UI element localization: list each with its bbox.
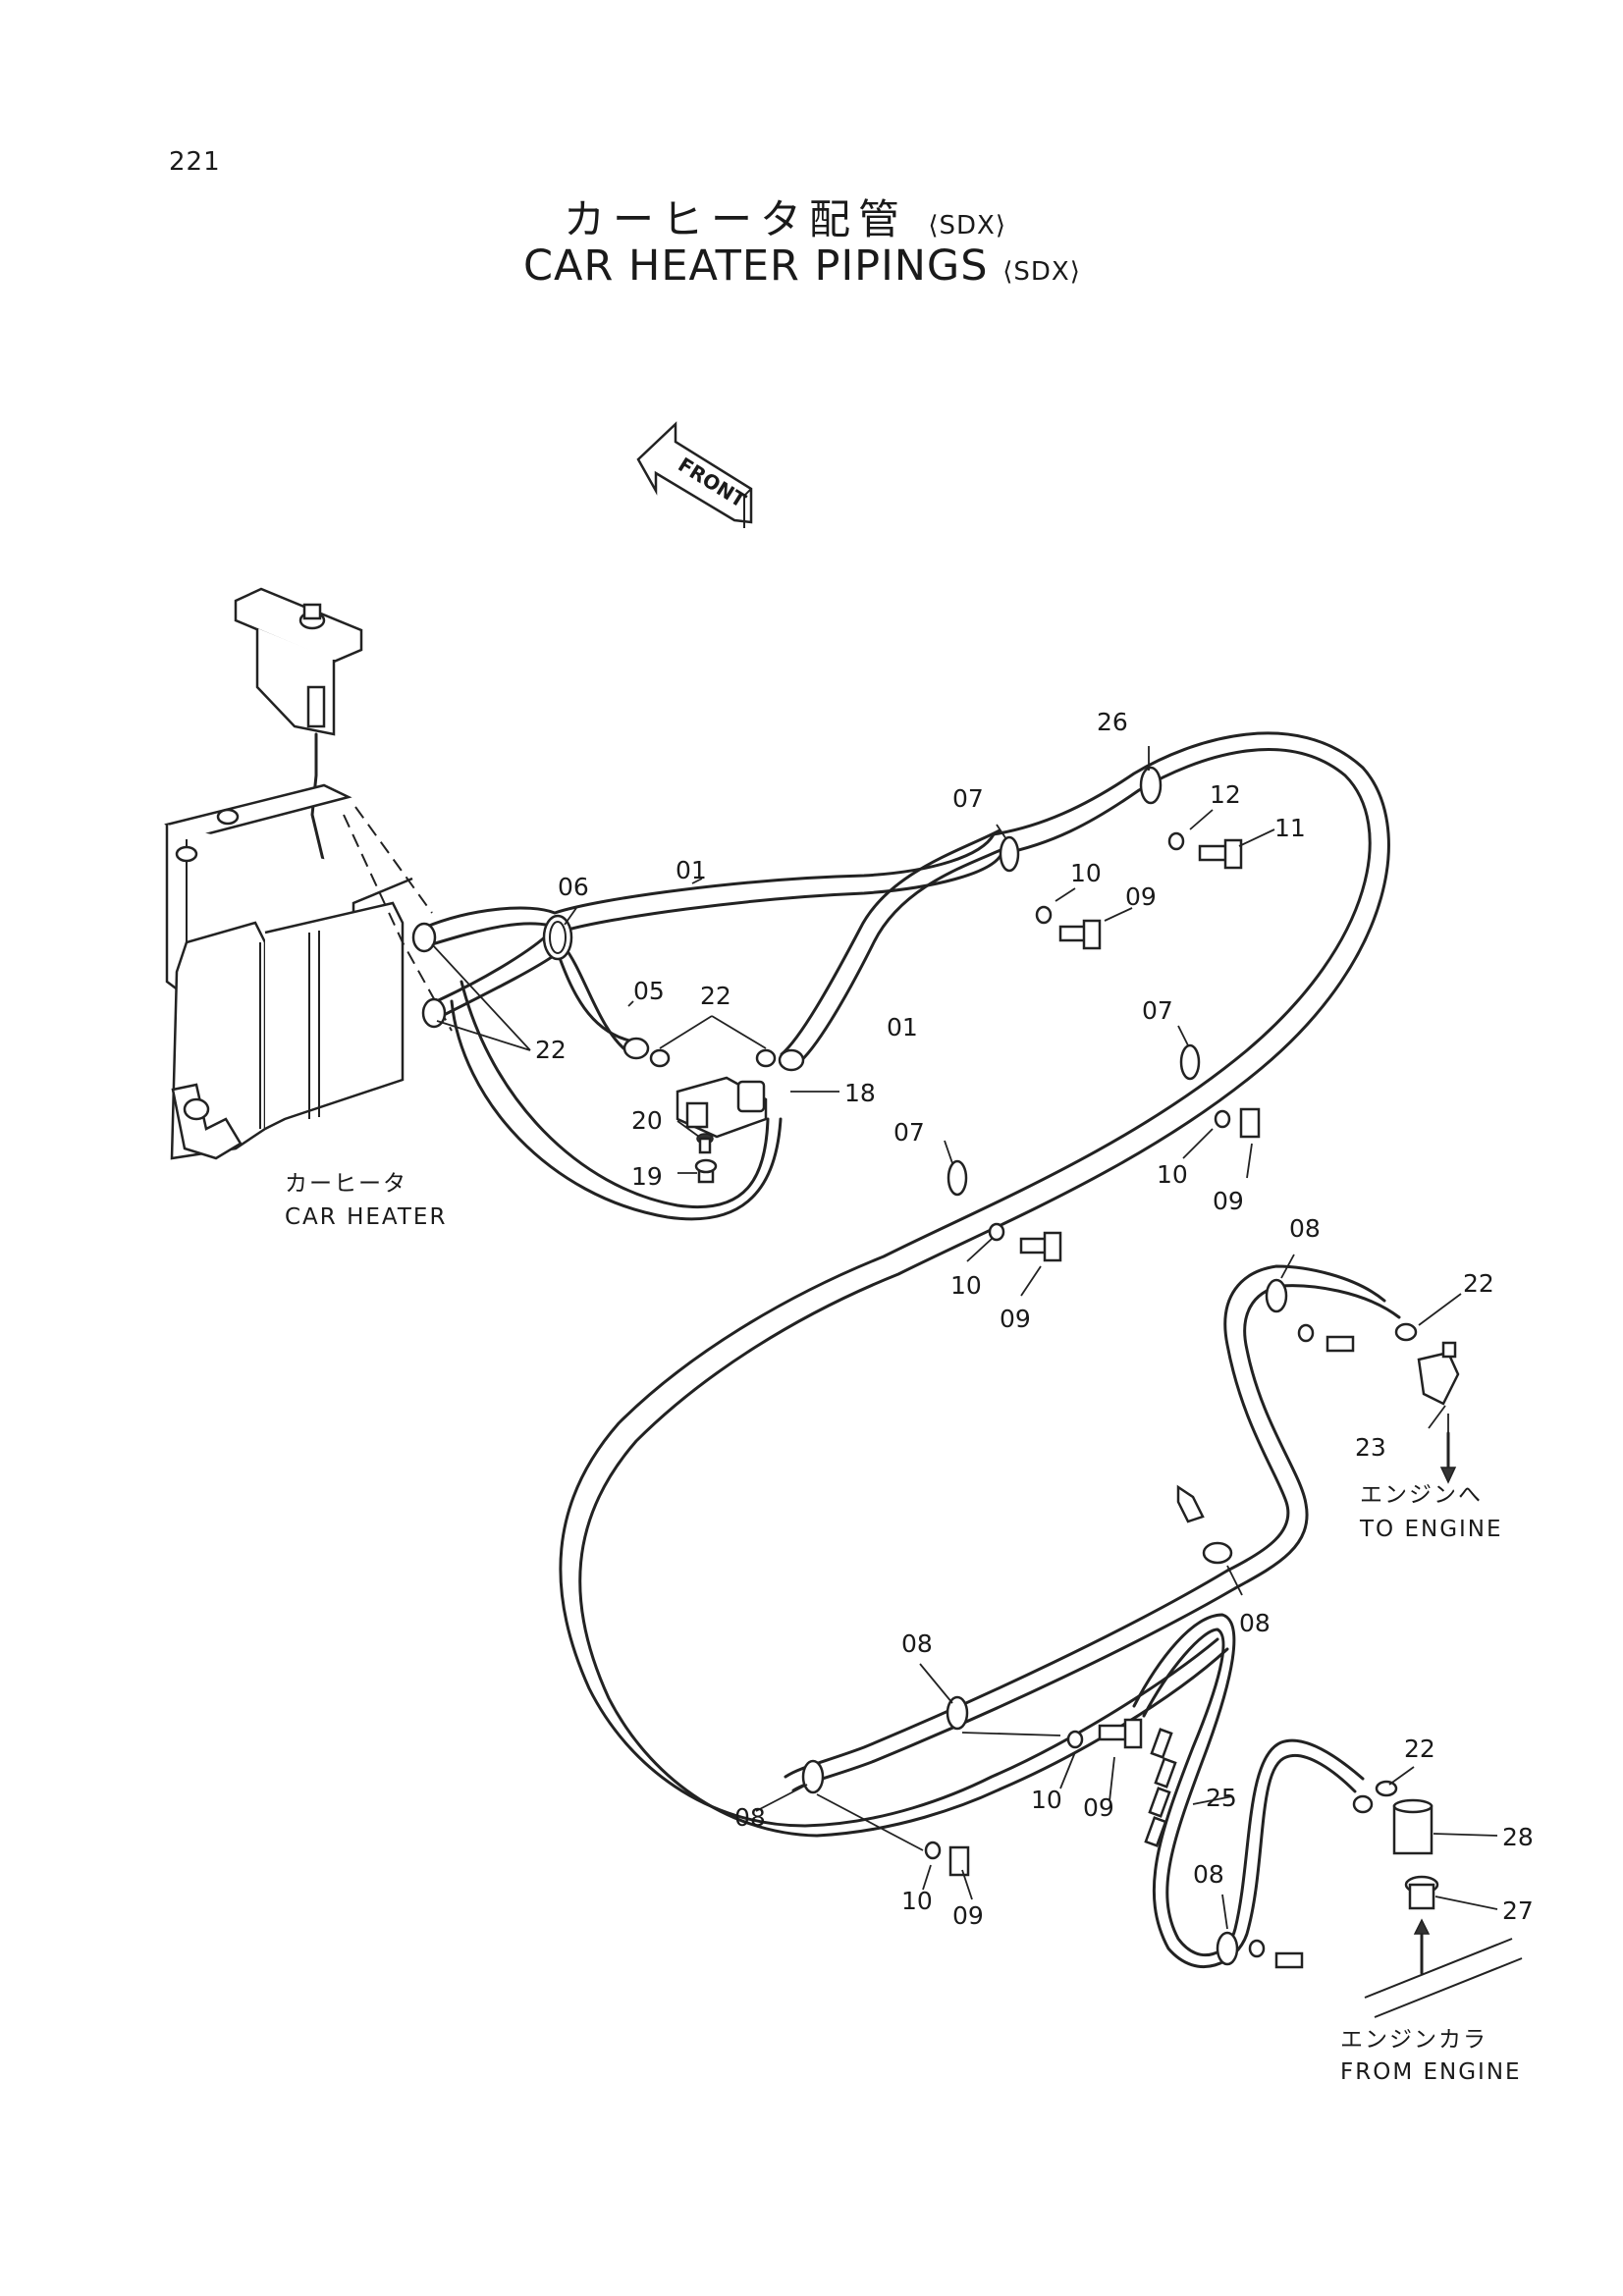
fitting-23	[1394, 1322, 1460, 1484]
title-en-suffix: ⟨SDX⟩	[1002, 257, 1081, 287]
title-en-text: CAR HEATER PIPINGS	[523, 241, 989, 291]
callout-07-upper: 07	[952, 784, 984, 813]
callout-20: 20	[631, 1106, 663, 1135]
callout-22-left: 22	[535, 1036, 567, 1064]
callout-25: 25	[1206, 1784, 1237, 1812]
band-26	[1139, 766, 1163, 805]
callout-09-bottom: 09	[1083, 1793, 1114, 1822]
callout-09-upper: 09	[1125, 882, 1157, 911]
caption-to-engine-en: TO ENGINE	[1359, 1517, 1503, 1542]
callout-08-right: 08	[1239, 1609, 1271, 1637]
valve-18	[676, 1076, 768, 1139]
callout-06: 06	[558, 873, 589, 901]
title-jp-suffix: ⟨SDX⟩	[928, 211, 1006, 240]
callout-22-bottom: 22	[1404, 1735, 1435, 1763]
callout-07-lower: 07	[893, 1118, 925, 1147]
callout-08-bottom: 08	[1193, 1860, 1224, 1889]
bolts-09-washers-10	[924, 831, 1355, 1969]
callout-09-left: 09	[952, 1901, 984, 1930]
callout-26: 26	[1097, 708, 1128, 736]
callouts: 26 12 11 07 01 06 10 09 05 22 01 07 22 1…	[535, 708, 1534, 1930]
title-japanese: カーヒータ配管 ⟨SDX⟩	[564, 187, 1006, 246]
callout-23: 23	[1355, 1433, 1386, 1462]
fitting-28-27	[1352, 1780, 1523, 2018]
callout-22-right: 22	[1463, 1269, 1494, 1298]
hose-08	[784, 1264, 1401, 1792]
callout-01-upper: 01	[676, 856, 707, 884]
title-jp-text: カーヒータ配管	[564, 195, 908, 243]
callout-10-mid: 10	[1157, 1160, 1188, 1189]
callout-19: 19	[631, 1162, 663, 1191]
callout-05: 05	[633, 977, 665, 1005]
callout-12: 12	[1210, 780, 1241, 809]
callout-10-upper: 10	[1070, 859, 1102, 887]
callout-10-left: 10	[901, 1887, 933, 1915]
callout-28: 28	[1502, 1823, 1534, 1851]
caption-from-engine-jp: エンジンカラ	[1340, 2027, 1488, 2053]
captions: カーヒータ CAR HEATER エンジンへ TO ENGINE エンジンカラ …	[285, 1171, 1522, 2085]
title-english: CAR HEATER PIPINGS ⟨SDX⟩	[523, 241, 1081, 291]
clamp-06	[542, 914, 573, 961]
callout-11: 11	[1274, 814, 1306, 842]
car-heater-unit	[164, 783, 453, 1160]
clip-07-upper	[947, 835, 1201, 1197]
callout-07-mid: 07	[1142, 996, 1173, 1025]
callout-10-bottom: 10	[1031, 1786, 1062, 1814]
callout-08-center: 08	[901, 1629, 933, 1658]
front-arrow-icon: FRONT	[636, 421, 753, 528]
hose-01	[420, 731, 1390, 1838]
hose-25	[1132, 1613, 1365, 1968]
callout-09-mid: 09	[1213, 1187, 1244, 1215]
callout-22-center: 22	[700, 982, 731, 1010]
callout-08-top: 08	[1289, 1214, 1321, 1243]
callout-27: 27	[1502, 1896, 1534, 1925]
callout-01-lower: 01	[887, 1013, 918, 1041]
caption-to-engine-jp: エンジンへ	[1360, 1482, 1483, 1508]
page-number: 221	[169, 147, 221, 177]
caption-from-engine-en: FROM ENGINE	[1340, 2059, 1522, 2085]
callout-09-lower: 09	[1000, 1305, 1031, 1333]
callout-10-lower: 10	[950, 1271, 982, 1300]
hose-ends-22	[411, 922, 805, 1072]
bolt-19	[694, 1158, 718, 1184]
clip-08	[801, 1278, 1288, 1966]
callout-08-left: 08	[734, 1803, 766, 1832]
caption-car-heater-jp: カーヒータ	[285, 1171, 407, 1197]
callout-18: 18	[844, 1079, 876, 1107]
hose-lower-loop	[450, 980, 783, 1221]
caption-car-heater-en: CAR HEATER	[285, 1204, 447, 1230]
leader-lines	[431, 746, 1498, 1930]
bolt-20	[696, 1133, 714, 1154]
